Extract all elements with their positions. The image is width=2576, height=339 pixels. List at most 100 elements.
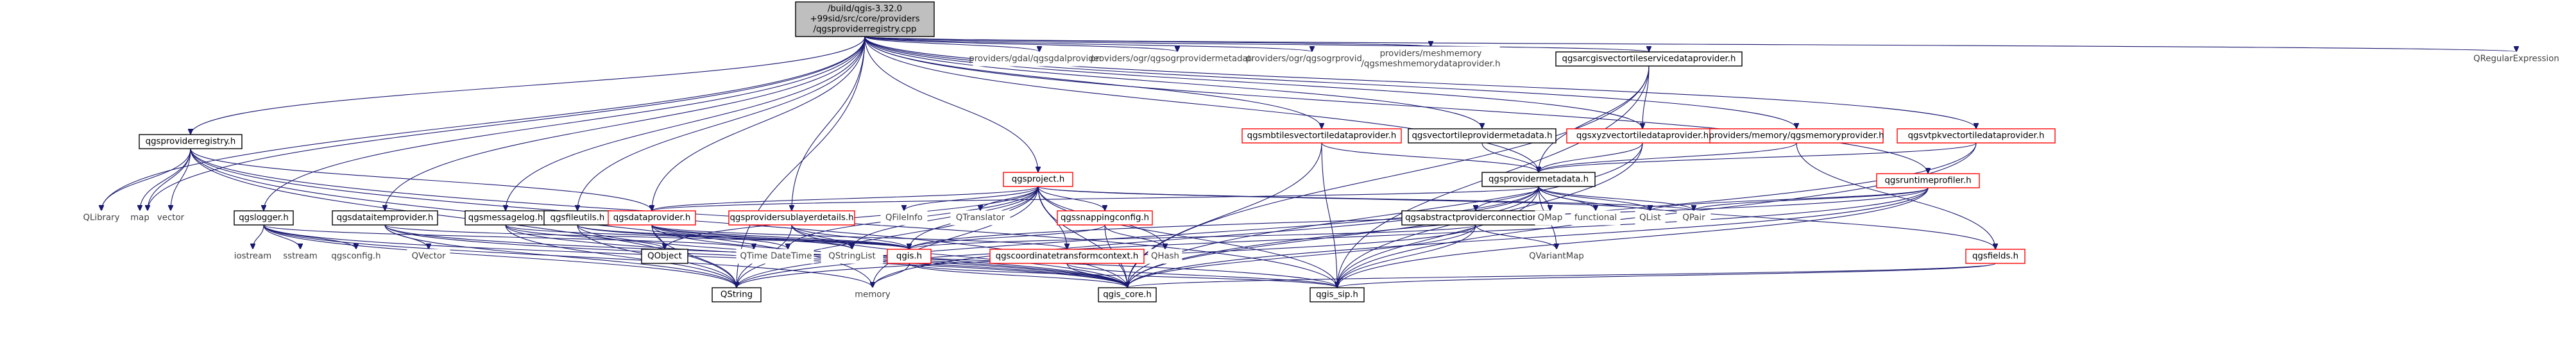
node-iostream[interactable]: iostream xyxy=(230,249,276,264)
node-label: qgis_core.h xyxy=(1103,290,1152,300)
node-QObject[interactable]: QObject xyxy=(641,249,688,264)
node-providers_memory[interactable]: providers/memory/qgsmemoryprovider.h xyxy=(1709,128,1884,144)
node-qgsproject_h[interactable]: qgsproject.h xyxy=(1003,172,1073,187)
node-providers_meshmemory[interactable]: providers/meshmemory/qgsmeshmemorydatapr… xyxy=(1361,46,1501,72)
node-label: QVector xyxy=(412,252,446,261)
node-QHash[interactable]: QHash xyxy=(1148,249,1182,264)
node-label: qgsprovidersublayerdetails.h xyxy=(729,213,853,223)
node-map[interactable]: map xyxy=(126,210,153,226)
edge-qgsdataitemprovider_h-to-QString xyxy=(384,224,737,288)
node-QRegularExpression[interactable]: QRegularExpression xyxy=(2471,51,2561,67)
node-qgis_core_h[interactable]: qgis_core.h xyxy=(1098,287,1157,302)
node-QVector[interactable]: QVector xyxy=(407,249,450,264)
node-box xyxy=(1676,210,1711,226)
edge-qgsprovidermetadata_h-to-qgis_core_h xyxy=(1127,186,1539,288)
node-qgsxyzvectortiledataprovider_h[interactable]: qgsxyzvectortiledataprovider.h xyxy=(1566,128,1719,144)
node-box xyxy=(989,249,1145,264)
node-qgsvtpkvectortiledataprovider_h[interactable]: qgsvtpkvectortiledataprovider.h xyxy=(1897,128,2056,144)
edge-qgis_h-to-qgis_core_h xyxy=(908,263,1127,288)
node-qgis_h[interactable]: qgis.h xyxy=(887,249,932,264)
node-box xyxy=(641,249,688,264)
node-box xyxy=(1709,128,1884,144)
node-qgsfields_h[interactable]: qgsfields.h xyxy=(1965,249,2026,264)
node-box xyxy=(1897,128,2056,144)
edge-qgsproject_h-to-qgis_core_h xyxy=(1037,186,1127,288)
node-QFileInfo[interactable]: QFileInfo xyxy=(880,210,928,226)
node-qgsabstractproviderconnection_h[interactable]: qgsabstractproviderconnection.h xyxy=(1401,210,1550,226)
node-qgsconfig_h[interactable]: qgsconfig.h xyxy=(327,249,385,264)
node-QStringList[interactable]: QStringList xyxy=(821,249,883,264)
node-QList[interactable]: QList xyxy=(1635,210,1666,226)
node-qgsdataprovider_h[interactable]: qgsdataprovider.h xyxy=(608,210,696,226)
edge-root-to-qgsproviderregistry_h xyxy=(191,36,866,135)
node-vector[interactable]: vector xyxy=(153,210,188,226)
node-memory[interactable]: memory xyxy=(853,287,892,302)
node-label: QString xyxy=(721,290,753,300)
edge-qgsprovidermetadata_h-to-qgsfields_h xyxy=(1538,186,1995,249)
edge-qgsproviderregistry_h-to-qgsdataprovider_h xyxy=(190,148,652,211)
node-qgsprovidersublayerdetails_h[interactable]: qgsprovidersublayerdetails.h xyxy=(728,210,855,226)
edge-qgsabstractproviderconnection_h-to-qgis_sip_h xyxy=(1337,224,1476,288)
node-qgis_sip_h[interactable]: qgis_sip.h xyxy=(1309,287,1365,302)
edge-qgsarcgisvectortileservicedataprovider_h-to-qgsprovidermetadata_h xyxy=(1539,65,1650,172)
edge-root-to-qgsxyzvectortiledataprovider_h xyxy=(864,36,1642,129)
node-label: providers/ogr/qgsogrprovider.h xyxy=(1246,54,1378,64)
edge-root-to-providers_ogr_meta xyxy=(864,36,1177,52)
edge-root-to-qgsprovidersublayerdetails_h xyxy=(792,36,866,211)
edge-qgsmessagelog_h-to-QString xyxy=(505,224,737,288)
node-label: QObject xyxy=(647,252,682,261)
node-QMap[interactable]: QMap xyxy=(1535,210,1565,226)
edge-qgsprovidersublayerdetails_h-to-qgis_core_h xyxy=(791,224,1127,288)
node-qgsarcgisvectortileservicedataprovider_h[interactable]: qgsarcgisvectortileservicedataprovider.h xyxy=(1555,51,1743,67)
edge-qgssnappingconfig_h-to-qgis_h xyxy=(909,224,1105,249)
node-QDateTime[interactable]: QDateTime xyxy=(762,249,814,264)
node-box xyxy=(1481,172,1596,187)
node-providers_gdal[interactable]: providers/gdal/qgsgdalprovider.h xyxy=(969,51,1110,67)
node-qgsfileutils_h[interactable]: qgsfileutils.h xyxy=(543,210,611,226)
node-label: QPair xyxy=(1682,213,1705,223)
node-root: /build/qgis-3.32.0+99sid/src/core/provid… xyxy=(795,1,935,37)
node-label: +99sid/src/core/providers xyxy=(810,15,919,24)
node-sstream[interactable]: sstream xyxy=(279,249,321,264)
node-QString[interactable]: QString xyxy=(712,287,762,302)
node-box xyxy=(1148,249,1182,264)
node-box xyxy=(1361,46,1500,72)
node-QVariantMap[interactable]: QVariantMap xyxy=(1525,249,1588,264)
node-box xyxy=(821,249,883,264)
node-box xyxy=(407,249,450,264)
node-label: qgis_sip.h xyxy=(1316,290,1358,300)
node-qgsruntimeprofiler_h[interactable]: qgsruntimeprofiler.h xyxy=(1876,173,1980,188)
node-label: qgsdataitemprovider.h xyxy=(337,213,434,223)
node-qgsvectortileprovidermetadata_h[interactable]: qgsvectortileprovidermetadata.h xyxy=(1408,128,1557,144)
edge-qgsmessagelog_h-to-QObject xyxy=(505,224,665,249)
node-qgscoordinatetransformcontext_h[interactable]: qgscoordinatetransformcontext.h xyxy=(989,249,1145,264)
node-QTranslator[interactable]: QTranslator xyxy=(950,210,1011,226)
edge-qgsmbtilesvectortiledataprovider_h-to-qgis_sip_h xyxy=(1321,142,1337,288)
node-QLibrary[interactable]: QLibrary xyxy=(82,210,121,226)
edge-qgsprovidersublayerdetails_h-to-qgis_h xyxy=(791,224,909,249)
node-qgsmessagelog_h[interactable]: qgsmessagelog.h xyxy=(465,210,547,226)
node-qgsprovidermetadata_h[interactable]: qgsprovidermetadata.h xyxy=(1481,172,1596,187)
node-label: QVariantMap xyxy=(1529,252,1584,261)
node-QTime[interactable]: QTime xyxy=(736,249,772,264)
node-providers_ogr[interactable]: providers/ogr/qgsogrprovider.h xyxy=(1246,51,1378,67)
node-QPair[interactable]: QPair xyxy=(1676,210,1711,226)
node-label: qgsproviderregistry.h xyxy=(146,137,236,147)
node-providers_ogr_meta[interactable]: providers/ogr/qgsogrprovidermetadata.h xyxy=(1090,51,1265,67)
node-label: qgscoordinatetransformcontext.h xyxy=(996,252,1139,261)
node-qgsmbtilesvectortiledataprovider_h[interactable]: qgsmbtilesvectortiledataprovider.h xyxy=(1241,128,1402,144)
edge-qgsruntimeprofiler_h-to-QList xyxy=(1650,187,1929,211)
node-qgsdataitemprovider_h[interactable]: qgsdataitemprovider.h xyxy=(332,210,438,226)
node-qgssnappingconfig_h[interactable]: qgssnappingconfig.h xyxy=(1057,210,1153,226)
edge-qgsproject_h-to-QStringList xyxy=(852,186,1039,249)
node-box xyxy=(2471,51,2561,67)
node-label: /build/qgis-3.32.0 xyxy=(828,4,902,14)
node-qgsproviderregistry_h[interactable]: qgsproviderregistry.h xyxy=(139,134,243,149)
node-label: QLibrary xyxy=(83,213,120,223)
edge-qgsproviderregistry_h-to-map xyxy=(140,148,191,211)
node-qgslogger_h[interactable]: qgslogger.h xyxy=(234,210,294,226)
node-label: QDateTime xyxy=(764,252,812,261)
edge-qgsvtpkvectortiledataprovider_h-to-qgsprovidermetadata_h xyxy=(1539,142,1977,172)
edge-qgsfileutils_h-to-qgis_h xyxy=(577,224,909,249)
node-functional[interactable]: functional xyxy=(1571,210,1621,226)
